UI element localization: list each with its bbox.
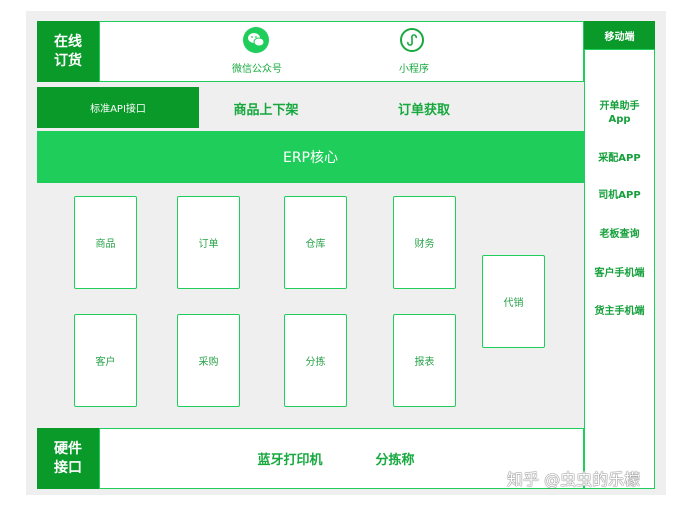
mobile-item-customer-mobile: 客户手机端: [594, 268, 645, 279]
online-ordering-label: 在线 订货: [37, 21, 99, 82]
ordering-channels-panel: [99, 21, 584, 82]
hardware-interface-label: 硬件 接口: [37, 428, 99, 489]
mobile-item-boss-query: 老板查询: [599, 229, 640, 240]
mobile-item-owner-mobile: 货主手机端: [594, 306, 645, 317]
mobile-item-driver-app: 司机APP: [598, 190, 641, 201]
module-report: 报表: [393, 314, 456, 407]
hardware-item-sorting-scale: 分拣称: [375, 452, 415, 468]
module-warehouse: 仓库: [284, 196, 347, 289]
mini-program-icon: [400, 28, 424, 52]
channel-label-wechat: 微信公众号: [232, 63, 282, 75]
mobile-header: 移动端: [584, 21, 655, 49]
standard-api-label: 标准API接口: [37, 87, 199, 128]
module-product: 商品: [74, 196, 137, 289]
mobile-panel: [584, 49, 655, 489]
module-order: 订单: [177, 196, 240, 289]
api-item-order-fetch: 订单获取: [397, 102, 450, 118]
api-item-shelving: 商品上下架: [233, 102, 299, 118]
mobile-item-order-assistant: 开单助手 App: [599, 101, 640, 125]
module-consignment: 代销: [482, 255, 545, 348]
api-bar-panel: [199, 87, 584, 128]
erp-core-bar: ERP核心: [37, 131, 584, 183]
channel-label-mini-program: 小程序: [399, 63, 429, 75]
module-sorting: 分拣: [284, 314, 347, 407]
wechat-icon: [243, 27, 269, 53]
module-customer: 客户: [74, 314, 137, 407]
module-finance: 财务: [393, 196, 456, 289]
mobile-item-purchase-app: 采配APP: [598, 153, 641, 164]
module-purchase: 采购: [177, 314, 240, 407]
hardware-panel: [99, 428, 584, 489]
watermark: 知乎 @虫虫的乐檬: [507, 470, 641, 489]
hardware-item-bluetooth-printer: 蓝牙打印机: [257, 452, 323, 468]
